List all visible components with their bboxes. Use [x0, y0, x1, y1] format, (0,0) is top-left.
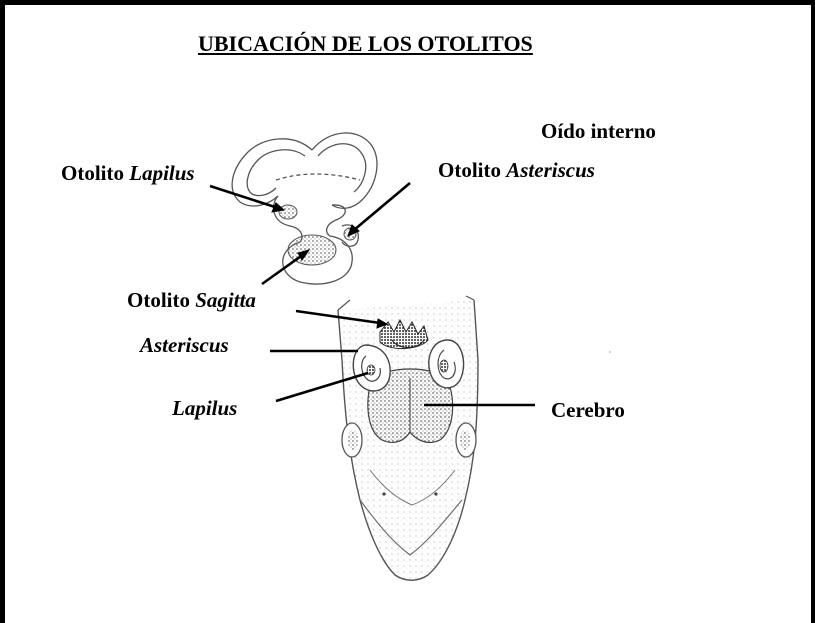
arrow-asteriscus-top — [354, 183, 410, 230]
lapilus-otolith-top — [279, 205, 297, 219]
fish-head-illustration — [338, 296, 478, 580]
